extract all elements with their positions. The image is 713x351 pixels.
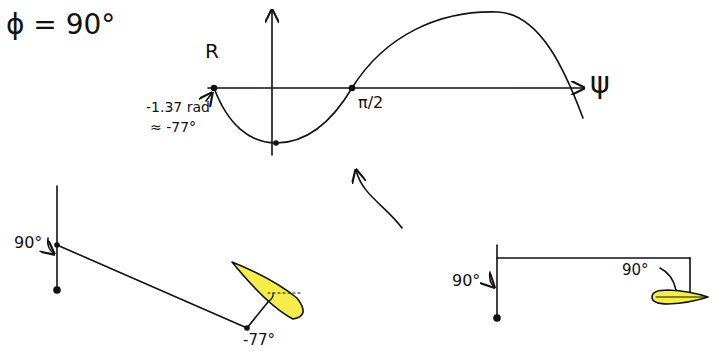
angle-arc bbox=[490, 272, 494, 287]
curve-start-dot bbox=[212, 86, 217, 91]
angle-arc bbox=[268, 293, 273, 302]
curve-name: R bbox=[205, 40, 219, 62]
rod-line bbox=[689, 258, 691, 293]
joint-dot bbox=[55, 243, 59, 247]
psi-axis bbox=[208, 87, 584, 89]
tick-label: π/2 bbox=[358, 94, 383, 112]
angle-arc bbox=[48, 238, 54, 254]
value-label: ≈ -77° bbox=[150, 120, 196, 135]
r-curve bbox=[214, 12, 583, 143]
pointer-arrow bbox=[356, 170, 402, 228]
airfoil-yellow bbox=[232, 262, 303, 319]
rod-line bbox=[247, 302, 268, 328]
chord-line bbox=[656, 297, 706, 298]
minimum-dot bbox=[274, 141, 278, 145]
phi-heading: ϕ = 90° bbox=[6, 10, 115, 41]
angle-arc bbox=[660, 268, 676, 290]
axis-label: ψ bbox=[590, 66, 610, 99]
airfoil-yellow bbox=[652, 290, 708, 304]
pivot-dot bbox=[54, 287, 60, 293]
pi-half-dot bbox=[350, 86, 355, 91]
arm-line bbox=[497, 257, 690, 259]
arm-line bbox=[57, 245, 247, 328]
vertical-post bbox=[56, 186, 58, 288]
pivot-dot bbox=[494, 315, 500, 321]
vertical-axis bbox=[271, 10, 273, 155]
angle-label: -77° bbox=[243, 332, 275, 349]
value-label: -1.37 rad bbox=[146, 100, 210, 115]
angle-label: 90° bbox=[14, 234, 42, 252]
angle-label: 90° bbox=[452, 272, 480, 290]
vertical-post bbox=[496, 245, 498, 316]
angle-label: 90° bbox=[622, 262, 649, 279]
